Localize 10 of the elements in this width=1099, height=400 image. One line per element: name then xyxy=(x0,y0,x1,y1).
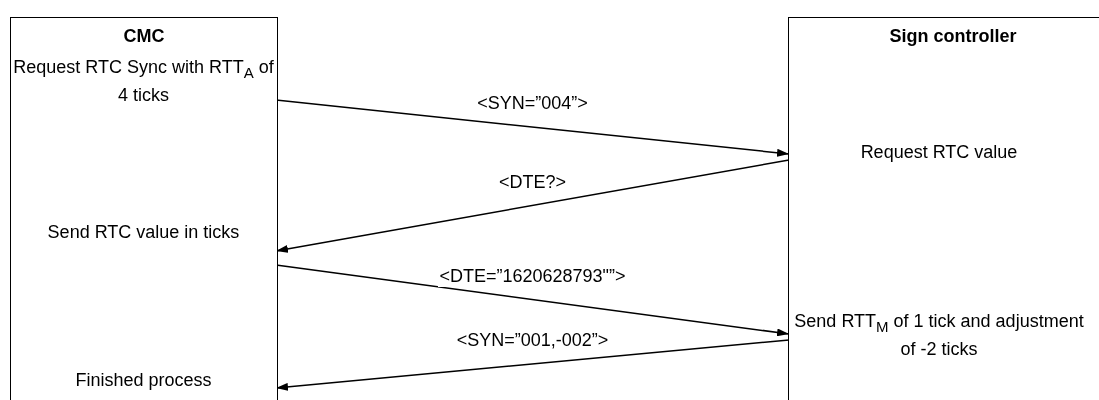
step-text: Send RTC value in ticks xyxy=(11,221,276,269)
lifeline-box xyxy=(788,17,1099,400)
message-label: <SYN=”001,-002”> xyxy=(454,330,611,351)
lifeline-title: Sign controller xyxy=(888,26,1018,47)
lifeline-box xyxy=(10,17,278,400)
step-text: Send RTT$_{M}$ of 1 tick and adjustment of -2 ticks xyxy=(789,310,1089,358)
step-text: Request RTC Sync with RTT$_{A}$ of 4 ticks xyxy=(11,56,276,104)
step-text: Finished process xyxy=(11,369,276,395)
lifeline-title: CMC xyxy=(122,26,166,47)
step-text: Request RTC value xyxy=(789,141,1089,167)
